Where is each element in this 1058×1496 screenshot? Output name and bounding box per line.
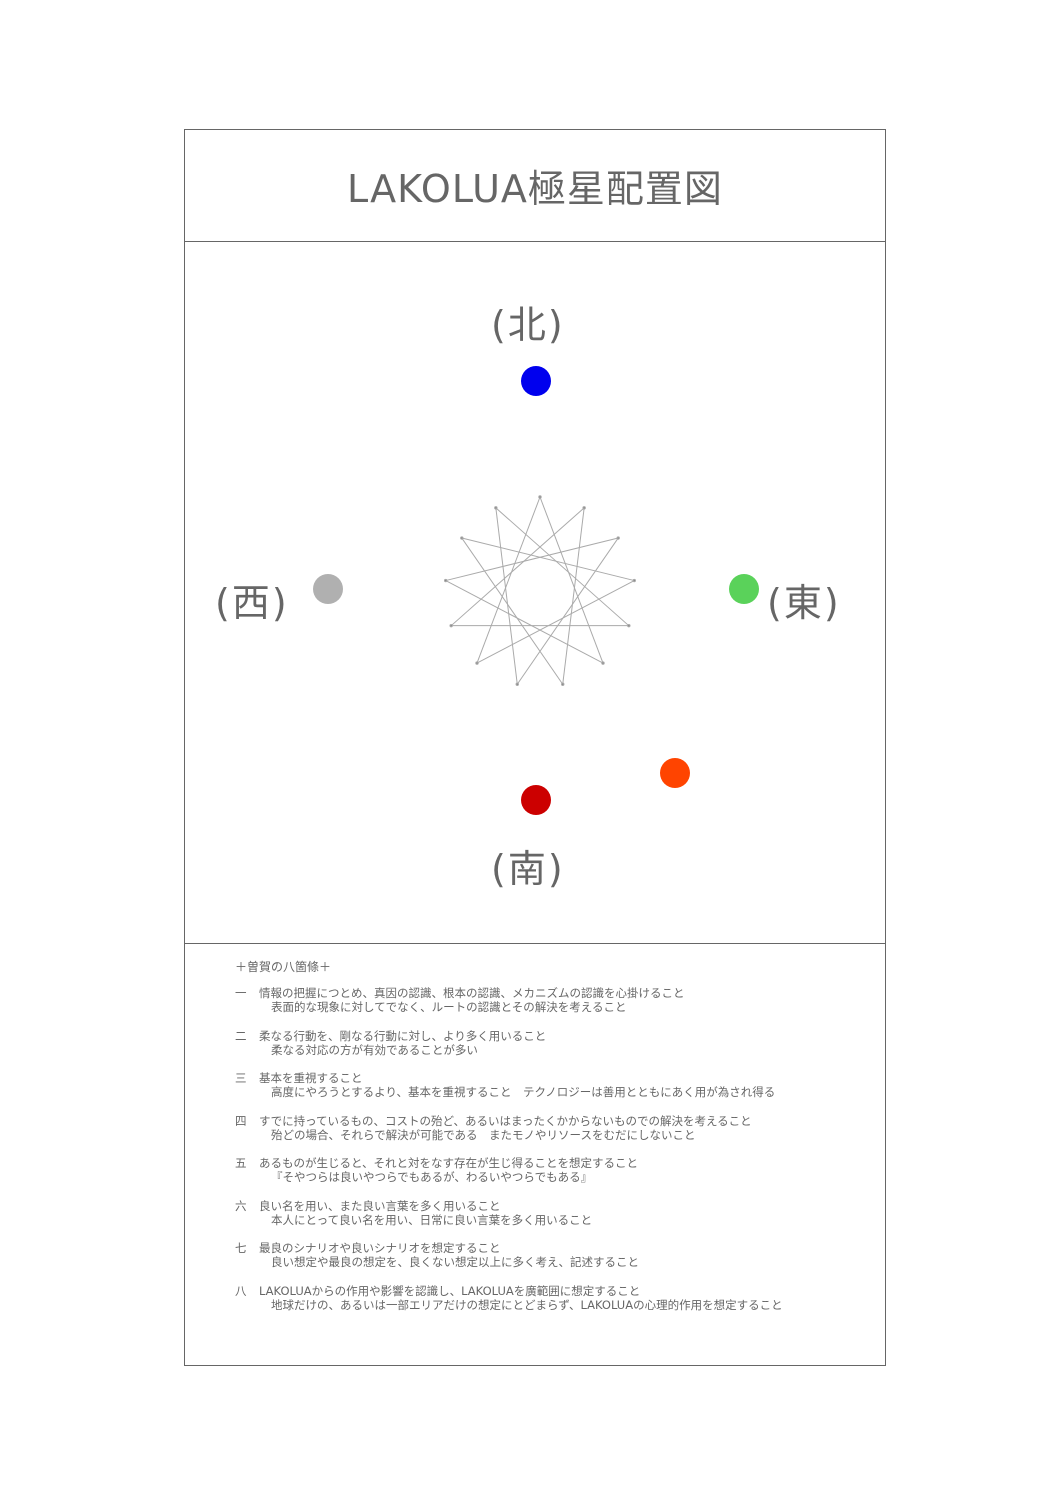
star-line [445, 580, 604, 664]
star-vertex [582, 506, 586, 510]
star-line [461, 537, 564, 685]
west-label: (西) [215, 581, 289, 625]
star-vertex [460, 536, 464, 540]
rule-item: 三基本を重視すること高度にやろうとするより、基本を重視すること テクノロジーは善… [235, 1071, 855, 1099]
star-line [495, 507, 630, 627]
rule-text: LAKOLUAからの作用や影響を認識し、LAKOLUAを廣範囲に想定すること [259, 1283, 641, 1298]
south-label: (南) [491, 847, 565, 891]
rule-number: 五 [235, 1156, 247, 1170]
rule-item: 七最良のシナリオや良いシナリオを想定すること良い想定や最良の想定を、良くない想定… [235, 1241, 855, 1269]
rule-subtext: 良い想定や最良の想定を、良くない想定以上に多く考え、記述すること [271, 1255, 639, 1269]
south-dot [521, 785, 551, 815]
chart-frame: LAKOLUA極星配置図 (北) (西) (東) (南) ＋曽賀の八箇條＋ 一情… [184, 129, 886, 1366]
rule-subtext: 高度にやろうとするより、基本を重視すること テクノロジーは善用とともにあく用が為… [271, 1085, 776, 1099]
rule-number: 四 [235, 1113, 247, 1128]
east-label: (東) [767, 581, 841, 625]
rule-item: 二柔なる行動を、剛なる行動に対し、より多く用いること柔なる対応の方が有効であるこ… [235, 1029, 855, 1057]
rule-text: 基本を重視すること [259, 1071, 363, 1085]
star-vertex [601, 661, 605, 665]
star-vertex [515, 682, 519, 686]
star-line [476, 496, 541, 664]
star-polygon-icon [443, 495, 637, 686]
rule-subtext: 表面的な現象に対してでなく、ルートの認識とその解決を考えること [271, 1000, 627, 1014]
rule-text: あるものが生じると、それと対をなす存在が生じ得ることを想定すること [259, 1156, 639, 1170]
rule-item: 八 LAKOLUAからの作用や影響を認識し、LAKOLUAを廣範囲に想定すること地… [235, 1284, 855, 1312]
rule-subtext: 地球だけの、あるいは一部エリアだけの想定にとどまらず、LAKOLUAの心理的作用… [271, 1297, 783, 1312]
rule-main: 六良い名を用い、また良い言葉を多く用いること [235, 1199, 855, 1213]
rule-subtext: 殆どの場合、それらで解決が可能である またモノやリソースをむだにしないこと [271, 1127, 696, 1142]
star-line [476, 580, 635, 664]
rule-main: 一情報の把握につとめ、真因の認識、根本の認識、メカニズムの認識を心掛けること [235, 986, 855, 1000]
rules-section: ＋曽賀の八箇條＋ 一情報の把握につとめ、真因の認識、根本の認識、メカニズムの認識… [185, 944, 885, 1367]
rule-subtext: 本人にとって良い名を用い、日常に良い言葉を多く用いること [271, 1212, 593, 1227]
rule-item: 六良い名を用い、また良い言葉を多く用いること本人にとって良い名を用い、日常に良い… [235, 1199, 855, 1227]
rule-main: 五あるものが生じると、それと対をなす存在が生じ得ることを想定すること [235, 1156, 855, 1170]
rule-main: 七最良のシナリオや良いシナリオを想定すること [235, 1241, 855, 1255]
rule-number: 六 [235, 1198, 247, 1213]
rule-item: 五あるものが生じると、それと対をなす存在が生じ得ることを想定すること『そやつらは… [235, 1156, 855, 1184]
rule-text: すでに持っているもの、コストの殆ど、あるいはまったくかからないものでの解決を考え… [259, 1113, 752, 1128]
rule-text: 柔なる行動を、剛なる行動に対し、より多く用いること [259, 1028, 547, 1043]
star-vertex [627, 623, 631, 628]
star-vertex [632, 578, 637, 583]
rule-number: 三 [235, 1071, 247, 1085]
star-vertex [449, 623, 453, 628]
rule-item: 一情報の把握につとめ、真因の認識、根本の認識、メカニズムの認識を心掛けること表面… [235, 986, 855, 1014]
rule-number: 八 [235, 1283, 247, 1298]
rule-subtext: 『そやつらは良いやつらでもあるが、わるいやつらでもある』 [271, 1170, 593, 1184]
star-vertex [616, 536, 620, 540]
star-vertex [494, 506, 498, 510]
rule-number: 七 [235, 1241, 247, 1255]
east-dot [729, 574, 759, 604]
rule-main: 二柔なる行動を、剛なる行動に対し、より多く用いること [235, 1029, 855, 1043]
star-line [516, 537, 619, 685]
star-vertex [561, 682, 565, 686]
star-line [495, 507, 518, 685]
rules-heading: ＋曽賀の八箇條＋ [235, 960, 332, 974]
rule-number: 一 [235, 986, 247, 1000]
star-vertex [475, 661, 479, 665]
rule-main: 八 LAKOLUAからの作用や影響を認識し、LAKOLUAを廣範囲に想定すること [235, 1284, 855, 1298]
star-line [461, 537, 635, 582]
page-title: LAKOLUA極星配置図 [347, 167, 723, 211]
west-dot [313, 574, 343, 604]
rule-text: 情報の把握につとめ、真因の認識、根本の認識、メカニズムの認識を心掛けること [259, 986, 685, 1000]
rule-number: 二 [235, 1028, 247, 1043]
rule-main: 四すでに持っているもの、コストの殆ど、あるいはまったくかからないものでの解決を考… [235, 1114, 855, 1128]
star-vertex [538, 495, 542, 499]
star-line [450, 507, 585, 627]
southeast-dot [660, 758, 690, 788]
star-line [539, 496, 604, 664]
title-box: LAKOLUA極星配置図 [185, 130, 885, 242]
rule-subtext: 柔なる対応の方が有効であることが多い [271, 1042, 478, 1057]
north-dot [521, 366, 551, 396]
star-line [562, 507, 585, 685]
north-label: (北) [491, 303, 565, 347]
star-diagram: (北) (西) (東) (南) [185, 242, 885, 944]
rule-item: 四すでに持っているもの、コストの殆ど、あるいはまったくかからないものでの解決を考… [235, 1114, 855, 1142]
rule-main: 三基本を重視すること [235, 1071, 855, 1085]
rule-text: 良い名を用い、また良い言葉を多く用いること [259, 1198, 501, 1213]
star-vertex [443, 578, 448, 583]
rule-text: 最良のシナリオや良いシナリオを想定すること [259, 1241, 501, 1255]
star-line [445, 537, 619, 582]
